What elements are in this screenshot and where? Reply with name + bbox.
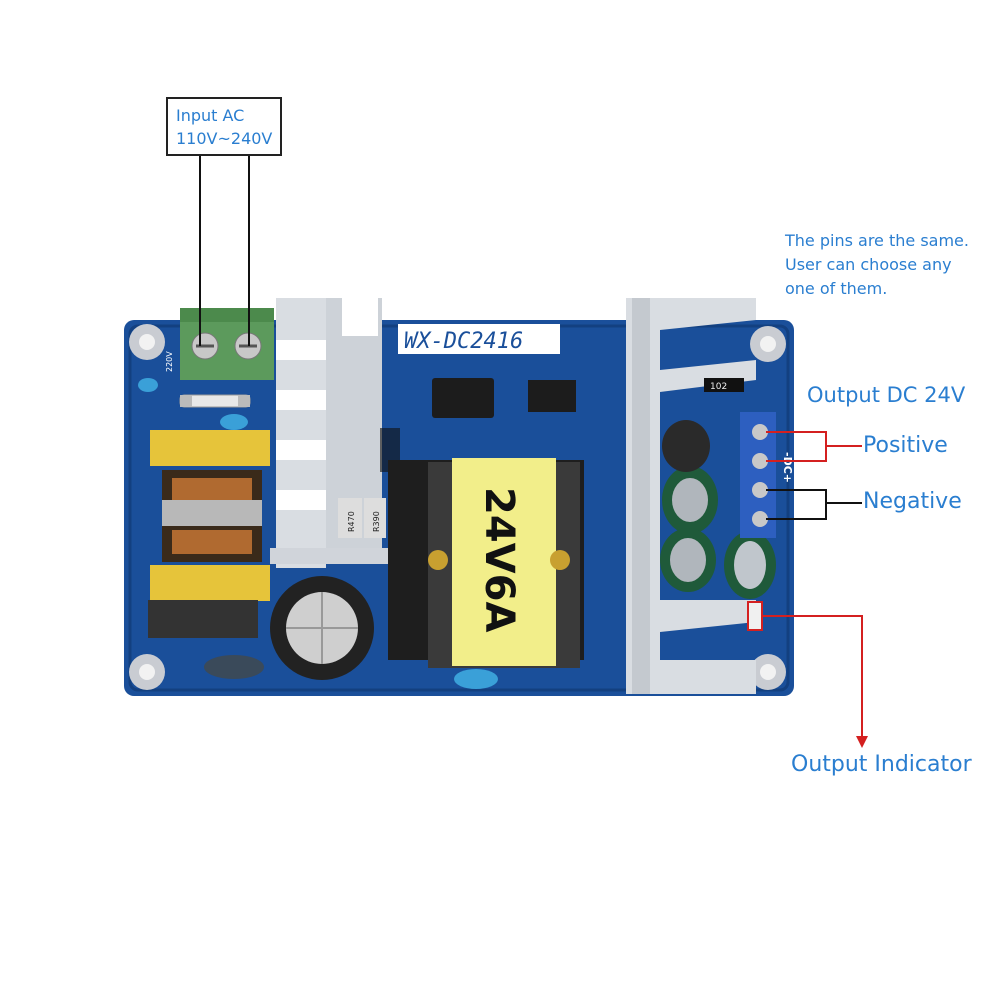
resistor-1-mark: R470: [347, 511, 356, 532]
common-mode-choke: [162, 470, 262, 562]
pins-note-line-2: User can choose any: [785, 255, 952, 274]
negative-bracket: [766, 489, 827, 520]
pins-note: The pins are the same. User can choose a…: [785, 229, 969, 301]
output-dc-label: Output DC 24V: [807, 383, 966, 407]
output-capacitor-3: [724, 531, 776, 599]
input-ac-label: Input AC: [176, 106, 245, 125]
ceramic-capacitor-2: [220, 414, 248, 430]
output-terminal-mark: -DC+: [781, 452, 794, 483]
ceramic-capacitor-4: [204, 655, 264, 679]
output-capacitor-2: [660, 528, 716, 592]
mounting-hole-bottom-left: [129, 654, 165, 690]
thermistor: [148, 600, 258, 638]
pins-note-line-1: The pins are the same.: [785, 231, 969, 250]
x-capacitor-top: [150, 430, 270, 466]
positive-label: Positive: [863, 433, 948, 458]
fuse: [179, 394, 251, 408]
ceramic-capacitor-1: [138, 378, 158, 392]
ic-chip-optocoupler: [528, 380, 576, 412]
ic-chip-main: [432, 378, 494, 418]
transformer-label: 24V6A: [476, 487, 522, 632]
output-inductor: [662, 420, 710, 472]
mounting-hole-bottom-right: [750, 654, 786, 690]
heatsink-right: [626, 298, 756, 694]
x-capacitor-bottom: [150, 565, 270, 601]
negative-label: Negative: [863, 489, 962, 514]
ceramic-capacitor-3: [454, 669, 498, 689]
input-voltage-range: 110V~240V: [176, 129, 273, 148]
mounting-hole-top-left: [129, 324, 165, 360]
pins-note-line-3: one of them.: [785, 279, 888, 298]
model-label-bg: [398, 324, 560, 354]
input-terminal-block: [180, 308, 274, 380]
indicator-arrow-head: [856, 736, 868, 748]
resistor-2-body: [364, 498, 386, 538]
smd-chip: [704, 378, 744, 392]
input-terminal-mark: 220V: [165, 351, 174, 372]
mounting-hole-top-right: [750, 326, 786, 362]
model-label: WX-DC2416: [404, 329, 523, 354]
output-capacitor-1: [662, 466, 718, 534]
indicator-callout-line: [762, 615, 863, 738]
input-electrolytic-capacitor: [270, 576, 374, 680]
output-indicator-label: Output Indicator: [791, 752, 972, 777]
resistor-1-body: [338, 498, 362, 538]
transformer: [388, 458, 584, 668]
output-led: [747, 601, 763, 631]
resistor-2-mark: R390: [372, 511, 381, 532]
input-ac-label-box: Input AC 110V~240V: [166, 97, 282, 156]
smd-chip-mark: 102: [710, 382, 727, 392]
